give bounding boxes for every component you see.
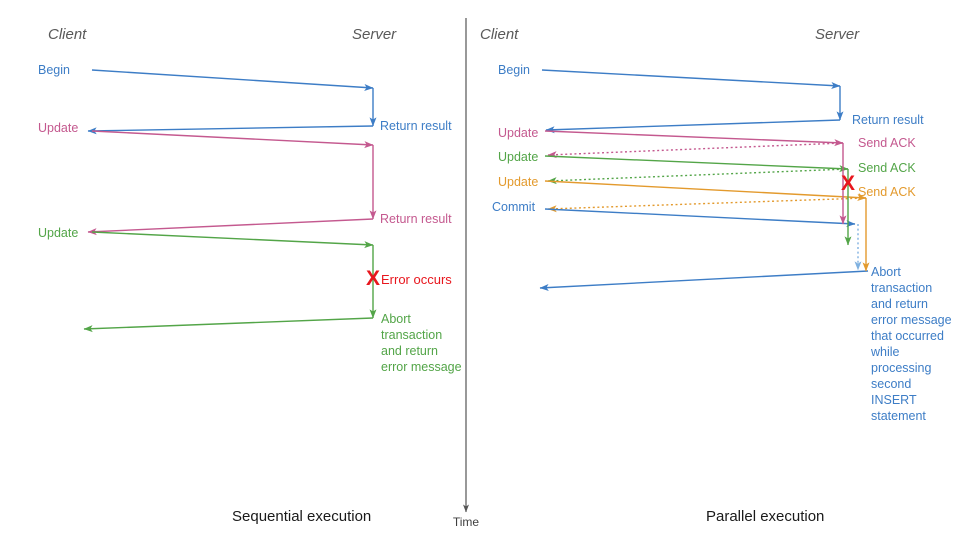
lane-header-server: Server xyxy=(815,26,860,43)
note-line: transaction xyxy=(381,328,442,342)
message-arrow-seq-return-1[interactable] xyxy=(87,125,374,135)
note-line: error message xyxy=(871,313,952,327)
message-arrow-par-abort-return[interactable] xyxy=(539,270,869,292)
message-label-par-ack-2: Send ACK xyxy=(858,161,916,175)
message-arrow-seq-update-1[interactable] xyxy=(91,130,374,149)
message-arrow-par-ack-3[interactable] xyxy=(547,197,867,213)
note-line: Abort xyxy=(381,312,411,326)
message-label-par-ack-3: Send ACK xyxy=(858,185,916,199)
note-line: transaction xyxy=(871,281,932,295)
message-label-seq-update-2: Update xyxy=(38,226,78,240)
message-label-seq-begin: Begin xyxy=(38,63,70,77)
note-line: and return xyxy=(871,297,928,311)
note-par-abort-note: Abort transaction and return error message t… xyxy=(870,265,952,423)
message-label-par-begin: Begin xyxy=(498,63,530,77)
error-x-icon: X xyxy=(841,172,855,195)
error-label: Error occurs xyxy=(381,272,452,287)
message-arrow-seq-update-2[interactable] xyxy=(91,231,374,249)
note-line: while xyxy=(870,345,900,359)
panel-caption-sequential: Sequential execution xyxy=(232,508,371,525)
note-seq-abort-note: Abort transaction and return error message xyxy=(381,312,462,374)
message-label-seq-update-1: Update xyxy=(38,121,78,135)
note-line: Abort xyxy=(871,265,901,279)
lane-header-server: Server xyxy=(352,26,397,43)
message-arrow-par-ack-2[interactable] xyxy=(547,168,849,185)
message-label-par-update-1: Update xyxy=(498,126,538,140)
note-line: INSERT xyxy=(871,393,917,407)
lane-header-client: Client xyxy=(48,26,87,43)
message-label-par-update-2: Update xyxy=(498,150,538,164)
message-arrow-par-ack-1[interactable] xyxy=(547,142,844,159)
message-arrow-seq-return-2[interactable] xyxy=(87,218,374,236)
message-arrow-par-return-result[interactable] xyxy=(545,119,841,134)
message-label-par-update-3: Update xyxy=(498,175,538,189)
message-arrow-par-update-2[interactable] xyxy=(544,155,849,173)
message-label-par-commit: Commit xyxy=(492,200,536,214)
note-line: second xyxy=(871,377,911,391)
message-label-seq-return-2: Return result xyxy=(380,212,452,226)
message-label-seq-return-1: Return result xyxy=(380,119,452,133)
message-label-par-ack-1: Send ACK xyxy=(858,136,916,150)
note-line: statement xyxy=(871,409,926,423)
time-axis-label: Time xyxy=(453,515,480,529)
message-arrow-par-update-1[interactable] xyxy=(544,130,844,147)
message-arrow-par-commit[interactable] xyxy=(544,208,856,228)
note-line: that occurred xyxy=(871,329,944,343)
note-line: processing xyxy=(871,361,931,375)
message-arrow-par-begin[interactable] xyxy=(541,69,841,90)
message-arrow-seq-begin[interactable] xyxy=(91,69,374,91)
lane-header-client: Client xyxy=(480,26,519,43)
note-line: error message xyxy=(381,360,462,374)
message-label-par-return-result: Return result xyxy=(852,113,924,127)
error-x-icon: X xyxy=(366,267,380,290)
panel-caption-parallel: Parallel execution xyxy=(706,508,824,525)
message-arrow-seq-abort-return[interactable] xyxy=(83,317,374,333)
message-arrow-par-update-3[interactable] xyxy=(544,180,867,202)
note-line: and return xyxy=(381,344,438,358)
